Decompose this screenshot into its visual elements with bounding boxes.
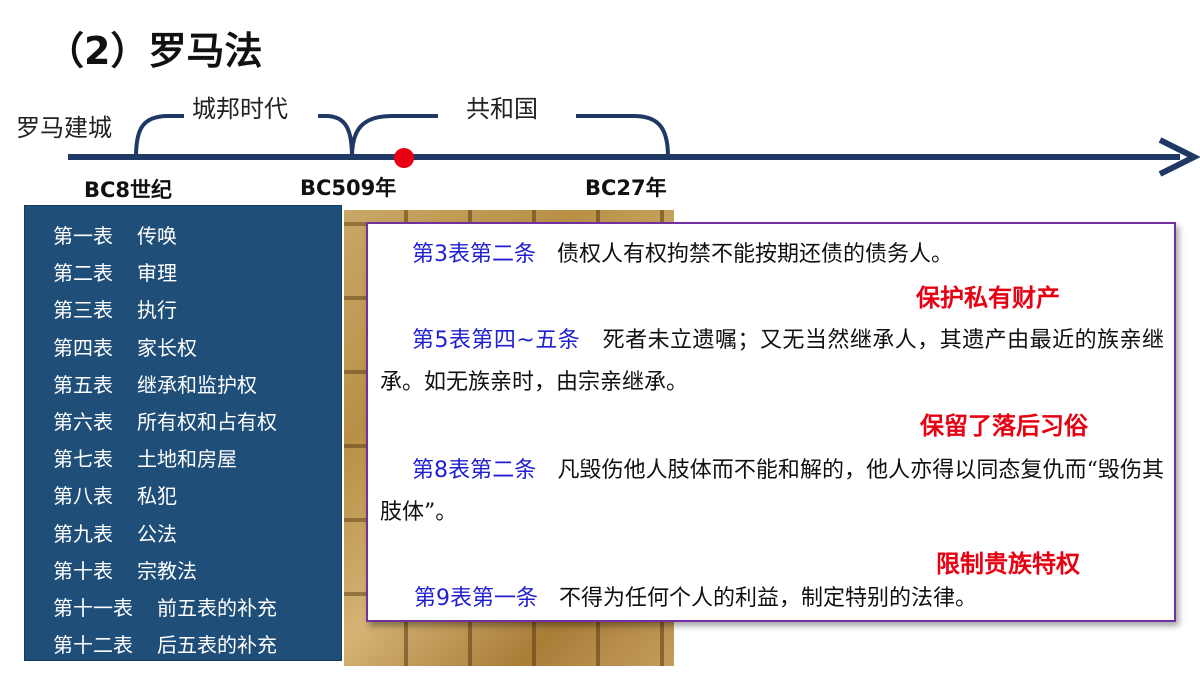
list-item: 第十一表前五表的补充 xyxy=(53,595,277,620)
bracket-republic xyxy=(350,114,670,158)
date-bc27: BC27年 xyxy=(585,176,667,200)
timeline-arrow-head xyxy=(1158,137,1200,177)
article-5-4-5: 第5表第四~五条 死者未立遗嘱；又无当然继承人，其遗产由最近的族亲继承。如无族亲… xyxy=(380,328,1164,395)
list-item: 第二表审理 xyxy=(53,261,177,286)
date-bc509: BC509年 xyxy=(300,176,397,200)
slide-title: （2）罗马法 xyxy=(46,29,263,73)
list-item: 第十二表后五表的补充 xyxy=(53,633,277,658)
tag-restrict-noble-privilege: 限制贵族特权 xyxy=(936,550,1080,578)
tag-backward-customs: 保留了落后习俗 xyxy=(920,412,1088,440)
article-8-2: 第8表第二条 凡毁伤他人肢体而不能和解的，他人亦得以同态复仇而“毁伤其肢体”。 xyxy=(380,458,1165,525)
articles-box: 第3表第二条 债权人有权拘禁不能按期还债的债务人。 保护私有财产 第5表第四~五… xyxy=(366,222,1176,622)
label-rome-founding: 罗马建城 xyxy=(16,114,112,142)
list-item: 第七表土地和房屋 xyxy=(53,447,237,472)
list-item: 第十表宗教法 xyxy=(53,558,197,583)
list-item: 第三表执行 xyxy=(53,298,177,323)
label-republic: 共和国 xyxy=(466,95,538,123)
list-item: 第一表传唤 xyxy=(53,224,177,249)
date-bc8-century: BC8世纪 xyxy=(84,178,173,202)
tag-protect-private-property: 保护私有财产 xyxy=(916,284,1060,312)
list-item: 第五表继承和监护权 xyxy=(53,372,257,397)
list-item: 第四表家长权 xyxy=(53,335,197,360)
list-item: 第八表私犯 xyxy=(53,484,177,509)
list-item: 第六表所有权和占有权 xyxy=(53,410,277,435)
list-item: 第九表公法 xyxy=(53,521,177,546)
label-city-state-era: 城邦时代 xyxy=(192,95,288,123)
timeline-marker-dot xyxy=(394,148,414,168)
twelve-tables-list: 第一表传唤 第二表审理 第三表执行 第四表家长权 第五表继承和监护权 第六表所有… xyxy=(24,205,342,661)
article-3-2: 第3表第二条 债权人有权拘禁不能按期还债的债务人。 xyxy=(412,242,953,267)
article-9-1: 第9表第一条 不得为任何个人的利益，制定特别的法律。 xyxy=(414,586,977,611)
timeline xyxy=(68,114,1200,177)
